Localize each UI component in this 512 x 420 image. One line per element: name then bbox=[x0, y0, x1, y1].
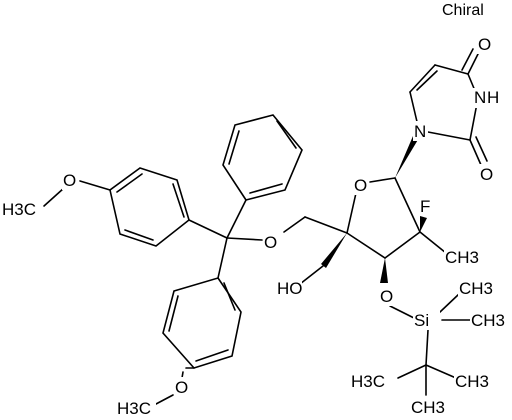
bond-si-me1 bbox=[439, 293, 460, 313]
atom-si-ch3-right: CH3 bbox=[471, 311, 505, 330]
atom-tbu-ch3-right: CH3 bbox=[455, 372, 489, 391]
bond-c2-me bbox=[419, 231, 447, 254]
bond-c3-c2 bbox=[384, 231, 421, 259]
phenyl-double-2 bbox=[276, 120, 297, 149]
wedge-c3-o bbox=[380, 258, 388, 283]
anisyl-upper-double-1 bbox=[172, 183, 185, 218]
atom-h3c-methoxy-lower: H3C bbox=[117, 399, 151, 418]
atom-tbu-h3c-left: H3C bbox=[351, 372, 385, 391]
atom-o-ether: O bbox=[264, 233, 277, 252]
bond-c6-c5-inner bbox=[416, 70, 438, 91]
bond-oether-ctr bbox=[226, 237, 263, 241]
wedge-c4-ch2oh bbox=[321, 233, 347, 268]
bond-c4-c3 bbox=[346, 232, 386, 259]
trityl-core bbox=[188, 199, 263, 279]
atom-o-c4: O bbox=[478, 35, 491, 54]
anisyl-lower-double-2 bbox=[195, 349, 229, 362]
atom-o-ring: O bbox=[354, 176, 367, 195]
anisyl-upper-hexagon bbox=[109, 167, 190, 247]
atom-o-c2: O bbox=[480, 165, 493, 184]
atom-o-si: O bbox=[380, 287, 393, 306]
atom-ho: HO bbox=[277, 279, 303, 298]
atom-o-methoxy-lower: O bbox=[175, 378, 188, 397]
atom-si-ch3-upper: CH3 bbox=[459, 279, 493, 298]
bond-n1-c6 bbox=[409, 91, 419, 127]
bond-si-cq bbox=[425, 329, 429, 366]
bond-c4-o-double bbox=[461, 48, 474, 71]
anisyl-ring-lower bbox=[155, 277, 242, 405]
wedge-c1-n1 bbox=[395, 136, 419, 178]
phenyl-double-1 bbox=[228, 130, 240, 165]
phenyl-double-3 bbox=[249, 183, 283, 194]
anisyl-lower-double-1 bbox=[223, 282, 236, 311]
sugar-ring bbox=[346, 136, 447, 259]
chiral-annotation: Chiral bbox=[442, 2, 484, 19]
anisyl-upper-double-2 bbox=[116, 173, 143, 193]
wedge-c2-f bbox=[420, 216, 427, 232]
bond-cq-me-left bbox=[397, 364, 427, 379]
atom-n3-h: H bbox=[487, 88, 499, 107]
phenyl-hexagon bbox=[222, 114, 303, 201]
atom-n3: N bbox=[474, 88, 486, 107]
bond-oring-c4 bbox=[346, 192, 357, 234]
bond-c5-c4 bbox=[434, 64, 469, 75]
bond-ctr-anisyl1 bbox=[188, 219, 228, 239]
tbs-group bbox=[397, 293, 471, 396]
bond-c2-n1 bbox=[427, 131, 471, 141]
bond-cq-me-right bbox=[425, 364, 457, 379]
atom-h3c-methoxy-upper: H3C bbox=[2, 200, 36, 219]
bond-ctr-anisyl2 bbox=[217, 237, 228, 279]
bond-c4-o bbox=[467, 51, 480, 75]
bond-o-me-upper bbox=[43, 187, 65, 207]
phenyl-ring bbox=[222, 114, 303, 201]
bond-c5-oether bbox=[283, 216, 306, 233]
bond-ctr-phenyl bbox=[226, 199, 247, 239]
anisyl-upper-double-3 bbox=[124, 229, 154, 241]
bond-c6-c5 bbox=[409, 64, 436, 93]
atom-o-methoxy-upper: O bbox=[63, 171, 76, 190]
bond-anisyl-upper-o bbox=[79, 180, 111, 191]
atom-n1: N bbox=[414, 122, 426, 141]
bond-c2-o bbox=[469, 139, 482, 166]
anisyl-lower-hexagon bbox=[162, 277, 242, 369]
anisyl-lower-double-3 bbox=[168, 295, 179, 332]
bond-ch2-oh bbox=[299, 265, 324, 285]
bond-c1-c2 bbox=[394, 177, 421, 233]
bond-c2-o-double bbox=[475, 136, 488, 162]
bond-c1-oring bbox=[369, 177, 396, 183]
sugar-substituents bbox=[283, 216, 415, 319]
bond-o-si bbox=[389, 305, 415, 319]
anisyl-ring-upper bbox=[43, 167, 190, 247]
atom-f: F bbox=[420, 197, 430, 216]
atom-si: Si bbox=[414, 311, 429, 330]
bond-c4-c5 bbox=[304, 216, 348, 234]
atom-tbu-ch3-bottom: CH3 bbox=[411, 398, 445, 417]
bond-o-me-lower bbox=[155, 394, 174, 405]
atom-ch3-c2: CH3 bbox=[445, 248, 479, 267]
